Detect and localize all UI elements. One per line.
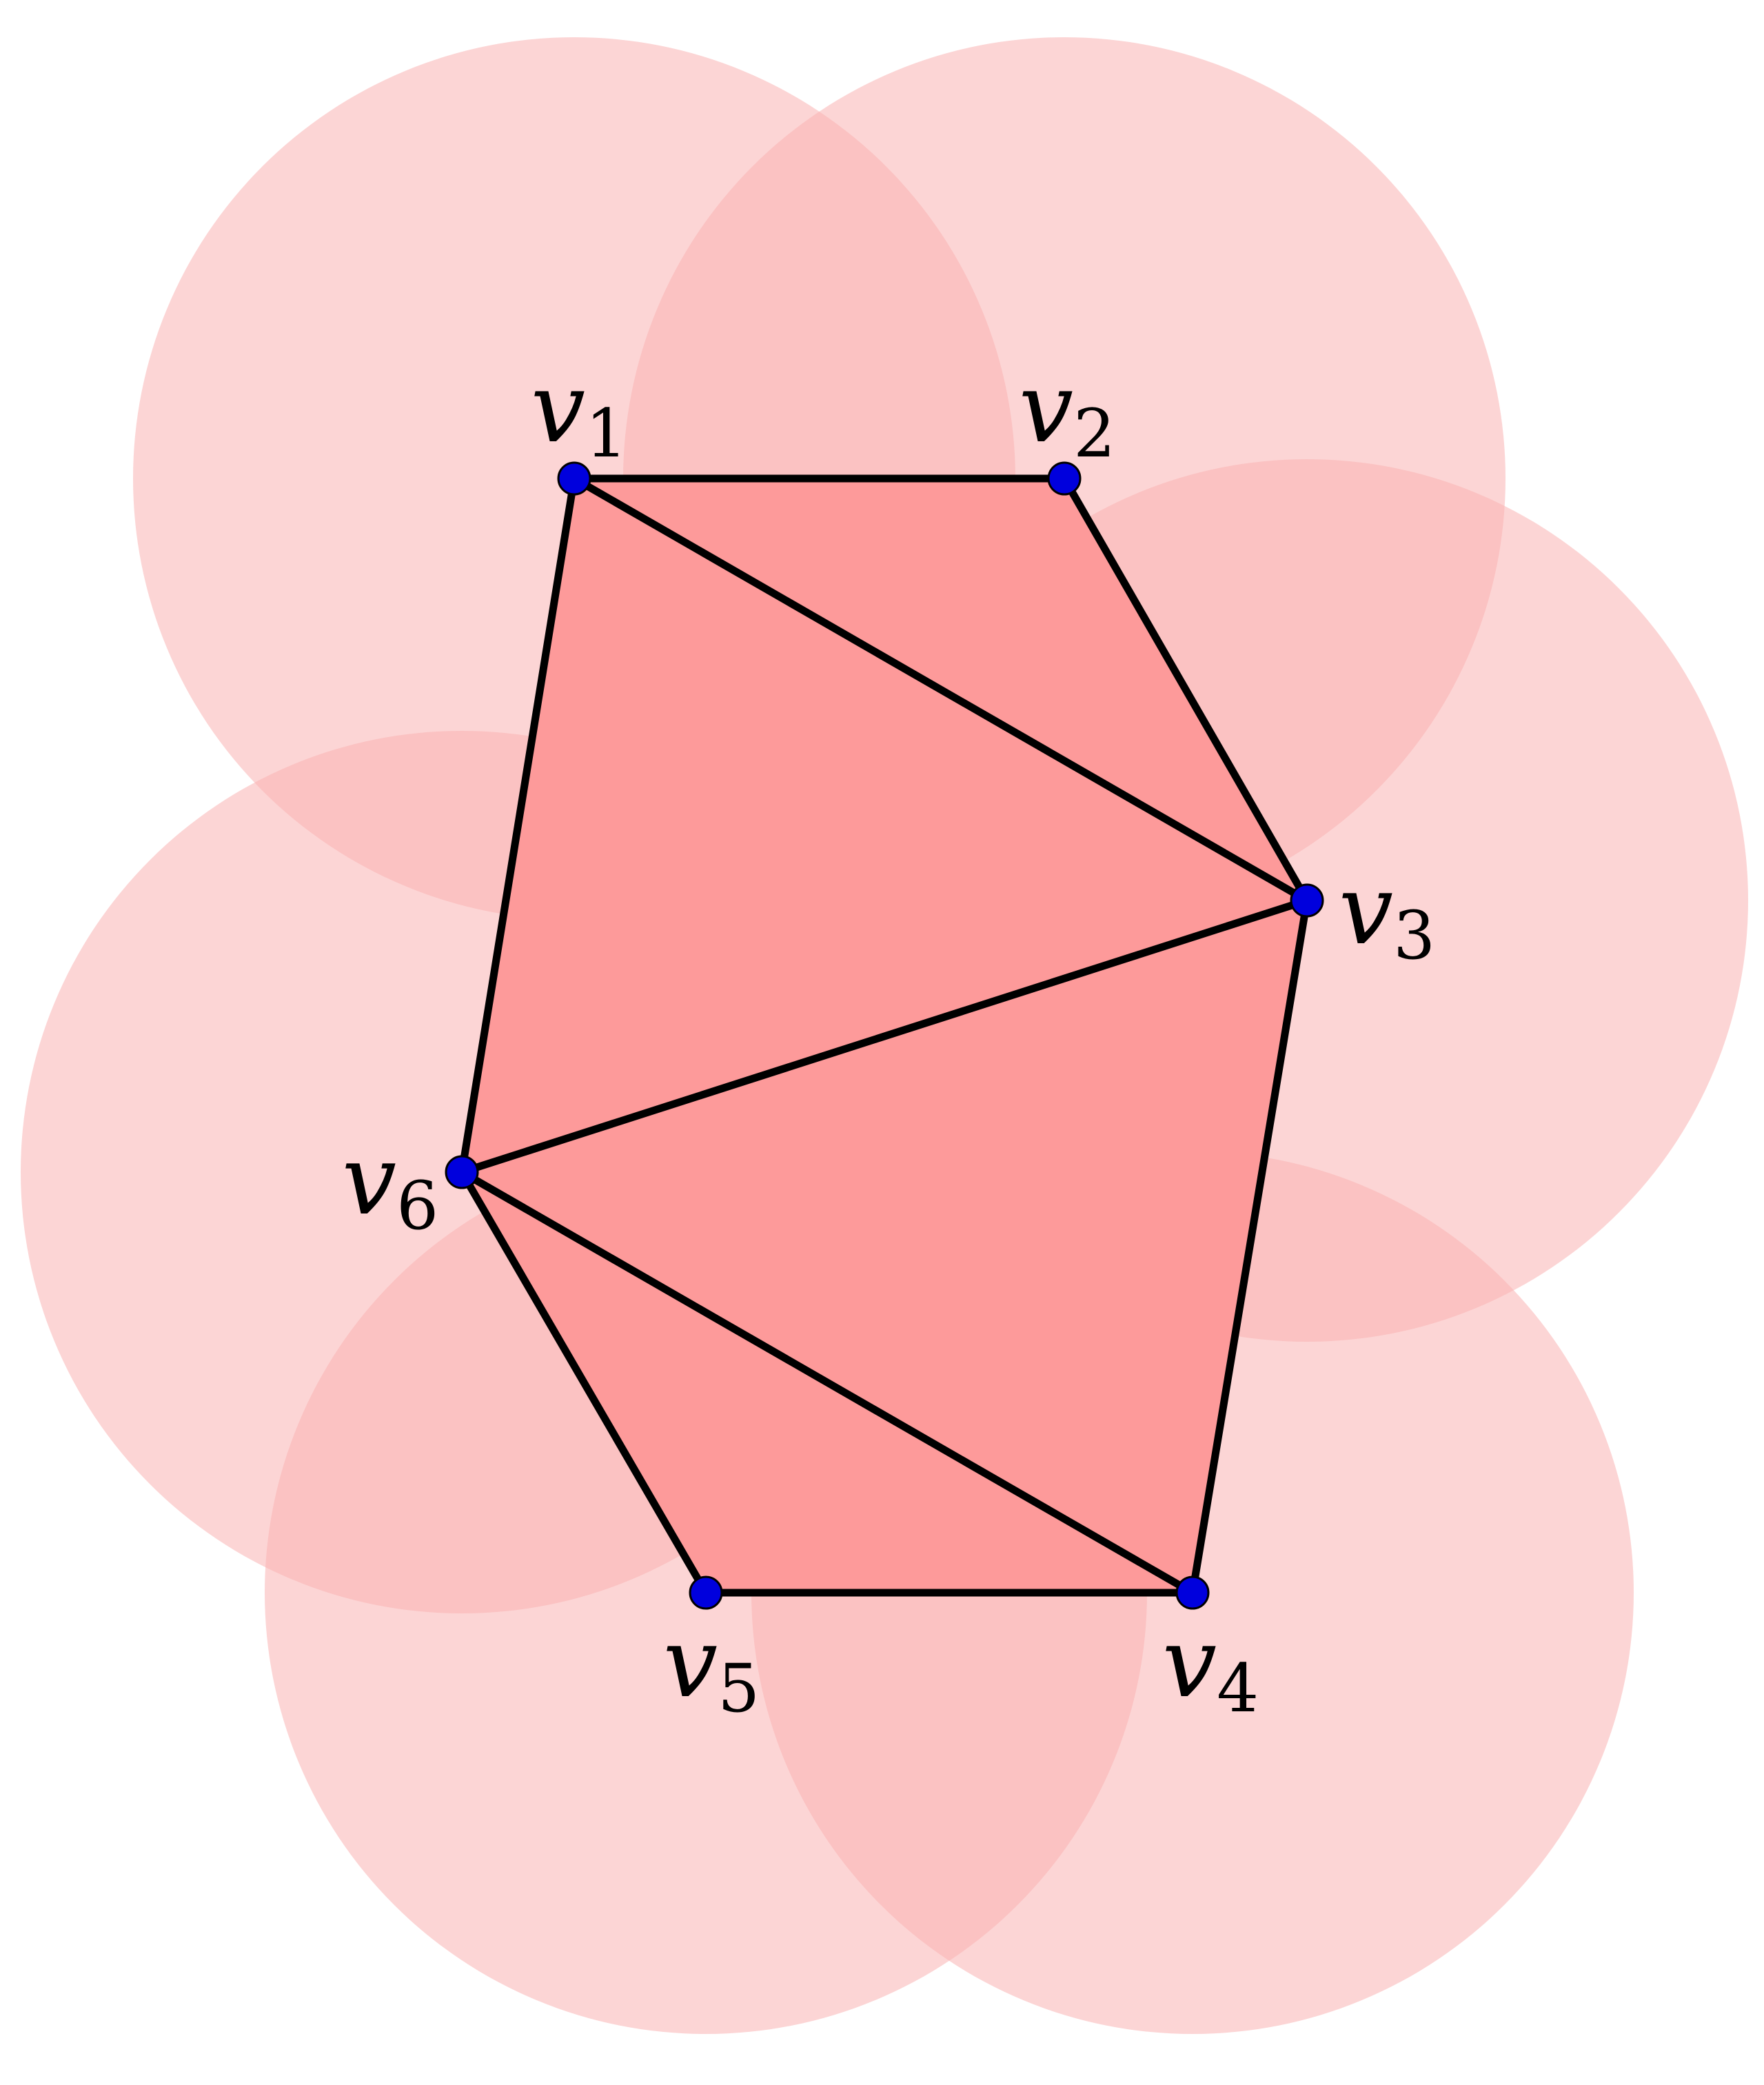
edge-v5-v6 <box>458 1168 710 1597</box>
label-v3: v3 <box>1339 854 1435 974</box>
label-v6-letter: v <box>342 1125 396 1237</box>
label-v1-letter: v <box>531 352 585 465</box>
label-v5-letter: v <box>663 1607 718 1720</box>
graph-edges <box>458 474 1311 1597</box>
label-v4-letter: v <box>1162 1607 1217 1720</box>
label-v6-subscript: 6 <box>396 1167 438 1245</box>
face-v1-v3-v6 <box>462 479 1307 1172</box>
vertex-v5 <box>689 1575 723 1610</box>
label-v2-letter: v <box>1019 352 1073 465</box>
vertex-v1 <box>557 461 591 496</box>
edge-v3-v6 <box>458 896 1311 1176</box>
edge-v6-v1 <box>458 474 578 1176</box>
vertex-v6 <box>445 1155 479 1189</box>
label-v3-letter: v <box>1339 854 1393 967</box>
label-v3-subscript: 3 <box>1393 897 1435 974</box>
label-v1: v1 <box>531 352 627 472</box>
label-v1-subscript: 1 <box>585 395 627 472</box>
label-v5-subscript: 5 <box>718 1650 760 1727</box>
label-v4-subscript: 4 <box>1217 1650 1259 1727</box>
edge-v6-v4 <box>458 1168 1197 1597</box>
label-v4: v4 <box>1162 1607 1259 1727</box>
edge-v2-v3 <box>1060 474 1311 905</box>
vertex-v4 <box>1175 1575 1210 1610</box>
edge-v1-v3 <box>570 474 1311 905</box>
label-v2-subscript: 2 <box>1073 395 1115 472</box>
face-v3-v4-v6 <box>462 900 1307 1593</box>
label-v5: v5 <box>663 1607 760 1727</box>
graph-vertices <box>445 461 1324 1610</box>
edge-v3-v4 <box>1188 896 1311 1597</box>
label-v6: v6 <box>342 1125 438 1245</box>
label-v2: v2 <box>1019 352 1115 472</box>
vertex-v2 <box>1047 461 1082 496</box>
vertex-v3 <box>1290 883 1324 918</box>
